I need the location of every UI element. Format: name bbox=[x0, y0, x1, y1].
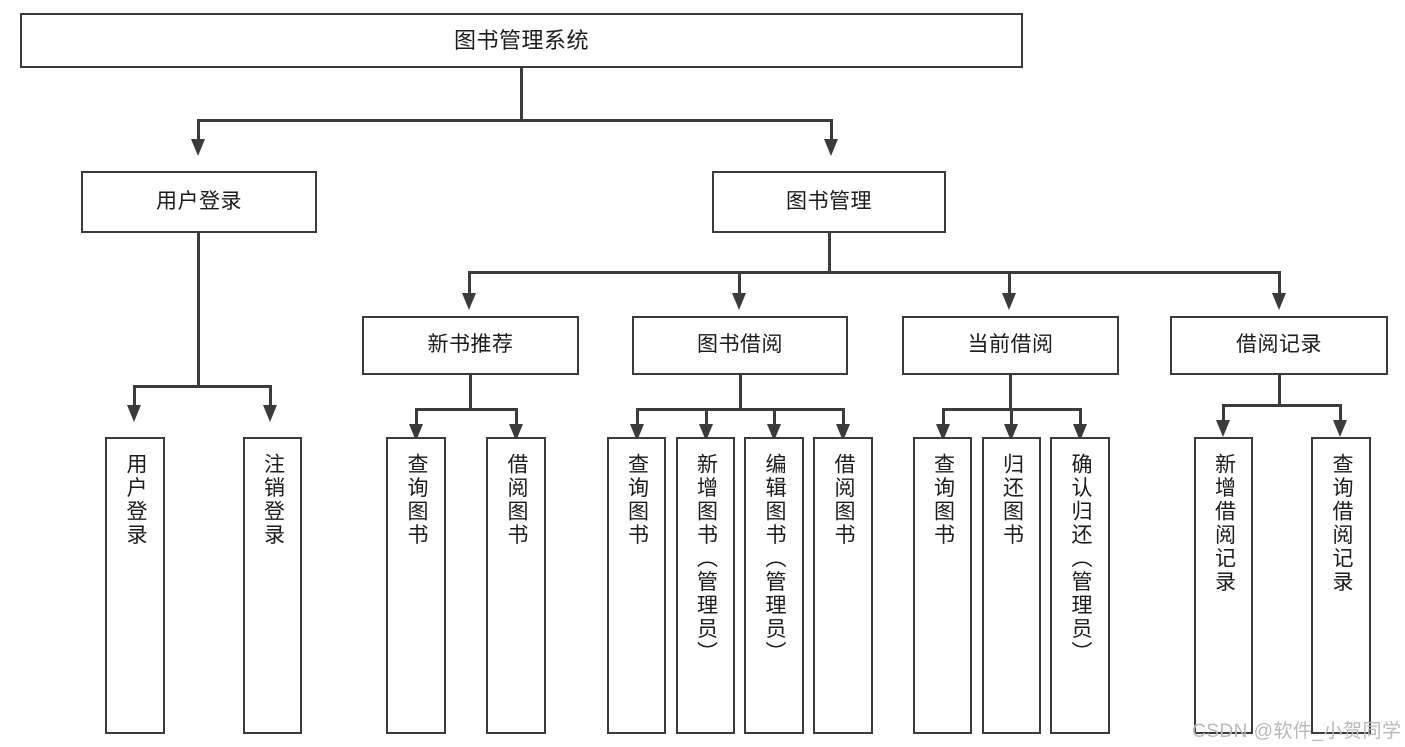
arrowhead-to-add-book bbox=[699, 424, 713, 441]
node-leaf-query-borrow-record[interactable]: 查询借阅记录 bbox=[1311, 437, 1371, 734]
connector-level3-drop-4 bbox=[1278, 271, 1281, 295]
node-label: 新增借阅记录 bbox=[1212, 453, 1236, 594]
connector-borrow-record-bus bbox=[1223, 404, 1341, 407]
connector-user-login-drop-1 bbox=[133, 385, 136, 407]
csdn-watermark: CSDN @软件_小贺同学 bbox=[1192, 721, 1402, 742]
connector-level2-drop-left bbox=[197, 119, 200, 142]
node-label: 新增图书（管理员） bbox=[694, 453, 718, 665]
arrowhead-to-borrow-record bbox=[1272, 293, 1286, 310]
connector-new-book-drop-1 bbox=[415, 408, 418, 427]
connector-borrow-record-stem bbox=[1278, 375, 1281, 405]
arrowhead-to-query-book-3 bbox=[936, 424, 950, 441]
node-label: 确认归还（管理员） bbox=[1069, 453, 1093, 665]
node-borrow-record[interactable]: 借阅记录 bbox=[1170, 316, 1388, 375]
node-label: 新书推荐 bbox=[427, 333, 514, 357]
arrowhead-to-query-borrow-record bbox=[1333, 420, 1347, 437]
connector-book-borrow-stem bbox=[739, 375, 742, 409]
connector-user-login-drop-2 bbox=[269, 385, 272, 407]
node-label: 归还图书 bbox=[1000, 453, 1024, 547]
node-book-borrow[interactable]: 图书借阅 bbox=[632, 316, 848, 375]
arrowhead-to-borrow-book-2 bbox=[836, 424, 850, 441]
node-label: 借阅图书 bbox=[832, 453, 856, 547]
node-leaf-confirm-return-admin[interactable]: 确认归还（管理员） bbox=[1050, 437, 1110, 734]
node-leaf-borrow-book-recommend[interactable]: 借阅图书 bbox=[486, 437, 546, 734]
connector-borrow-record-drop-1 bbox=[1222, 404, 1225, 423]
connector-new-book-bus bbox=[416, 408, 518, 411]
node-book-management[interactable]: 图书管理 bbox=[712, 171, 946, 233]
connector-book-borrow-drop-2 bbox=[705, 408, 708, 427]
connector-book-borrow-drop-3 bbox=[773, 408, 776, 427]
connector-level3-drop-2 bbox=[738, 271, 741, 295]
node-leaf-user-login[interactable]: 用户登录 bbox=[105, 437, 165, 734]
connector-borrow-record-drop-2 bbox=[1339, 404, 1342, 423]
node-leaf-edit-book-admin[interactable]: 编辑图书（管理员） bbox=[744, 437, 804, 734]
node-label: 注销登录 bbox=[261, 453, 285, 547]
connector-level3-drop-3 bbox=[1008, 271, 1011, 295]
node-leaf-query-book-current[interactable]: 查询图书 bbox=[913, 437, 972, 734]
node-leaf-add-book-admin[interactable]: 新增图书（管理员） bbox=[676, 437, 735, 734]
connector-root-stem bbox=[520, 68, 523, 120]
node-label: 图书管理系统 bbox=[453, 27, 589, 53]
connector-user-login-stem bbox=[197, 233, 200, 386]
node-label: 当前借阅 bbox=[967, 333, 1054, 357]
arrowhead-to-logout-leaf bbox=[263, 405, 277, 422]
node-leaf-return-book[interactable]: 归还图书 bbox=[982, 437, 1041, 734]
connector-current-borrow-drop-1 bbox=[942, 408, 945, 427]
node-label: 借阅图书 bbox=[505, 453, 529, 547]
node-label: 查询图书 bbox=[405, 453, 429, 547]
connector-book-borrow-drop-4 bbox=[842, 408, 845, 427]
connector-current-borrow-drop-2 bbox=[1010, 408, 1013, 427]
connector-level3-drop-1 bbox=[468, 271, 471, 295]
connector-new-book-stem bbox=[469, 375, 472, 409]
node-label: 借阅记录 bbox=[1236, 333, 1322, 357]
node-label: 查询借阅记录 bbox=[1330, 453, 1354, 594]
arrowhead-to-user-login bbox=[191, 139, 205, 156]
connector-current-borrow-drop-3 bbox=[1079, 408, 1082, 427]
arrowhead-to-new-book-recommend bbox=[462, 293, 476, 310]
arrowhead-to-query-book-1 bbox=[409, 424, 423, 441]
arrowhead-to-current-borrow bbox=[1002, 293, 1016, 310]
arrowhead-to-book-management bbox=[824, 139, 838, 156]
node-label: 编辑图书（管理员） bbox=[763, 453, 787, 665]
arrowhead-to-user-login-leaf bbox=[127, 405, 141, 422]
node-current-borrow[interactable]: 当前借阅 bbox=[902, 316, 1119, 375]
connector-level3-bus bbox=[469, 271, 1280, 274]
node-user-login[interactable]: 用户登录 bbox=[81, 171, 317, 233]
arrowhead-to-borrow-book-1 bbox=[509, 424, 523, 441]
node-leaf-add-borrow-record[interactable]: 新增借阅记录 bbox=[1194, 437, 1253, 734]
connector-book-borrow-bus bbox=[637, 408, 844, 411]
node-leaf-logout[interactable]: 注销登录 bbox=[243, 437, 302, 734]
node-label: 用户登录 bbox=[156, 189, 242, 213]
node-leaf-borrow-book[interactable]: 借阅图书 bbox=[813, 437, 873, 734]
arrowhead-to-confirm-return bbox=[1073, 424, 1087, 441]
node-root-library-management-system[interactable]: 图书管理系统 bbox=[20, 13, 1023, 68]
connector-book-management-stem bbox=[828, 233, 831, 272]
connector-user-login-bus bbox=[134, 385, 271, 388]
arrowhead-to-return-book bbox=[1004, 424, 1018, 441]
node-label: 查询图书 bbox=[931, 453, 955, 547]
node-label: 查询图书 bbox=[625, 453, 649, 547]
arrowhead-to-edit-book bbox=[767, 424, 781, 441]
connector-current-borrow-stem bbox=[1009, 375, 1012, 409]
node-leaf-query-book-borrow[interactable]: 查询图书 bbox=[607, 437, 666, 734]
node-label: 用户登录 bbox=[124, 453, 148, 547]
connector-level2-bus bbox=[198, 119, 832, 122]
arrowhead-to-query-book-2 bbox=[630, 424, 644, 441]
node-new-book-recommend[interactable]: 新书推荐 bbox=[362, 316, 579, 375]
node-leaf-query-book-recommend[interactable]: 查询图书 bbox=[386, 437, 446, 734]
node-label: 图书管理 bbox=[786, 189, 872, 213]
arrowhead-to-add-borrow-record bbox=[1216, 420, 1230, 437]
arrowhead-to-book-borrow bbox=[732, 293, 746, 310]
connector-new-book-drop-2 bbox=[515, 408, 518, 427]
connector-book-borrow-drop-1 bbox=[636, 408, 639, 427]
node-label: 图书借阅 bbox=[697, 333, 783, 357]
connector-level2-drop-right bbox=[830, 119, 833, 142]
